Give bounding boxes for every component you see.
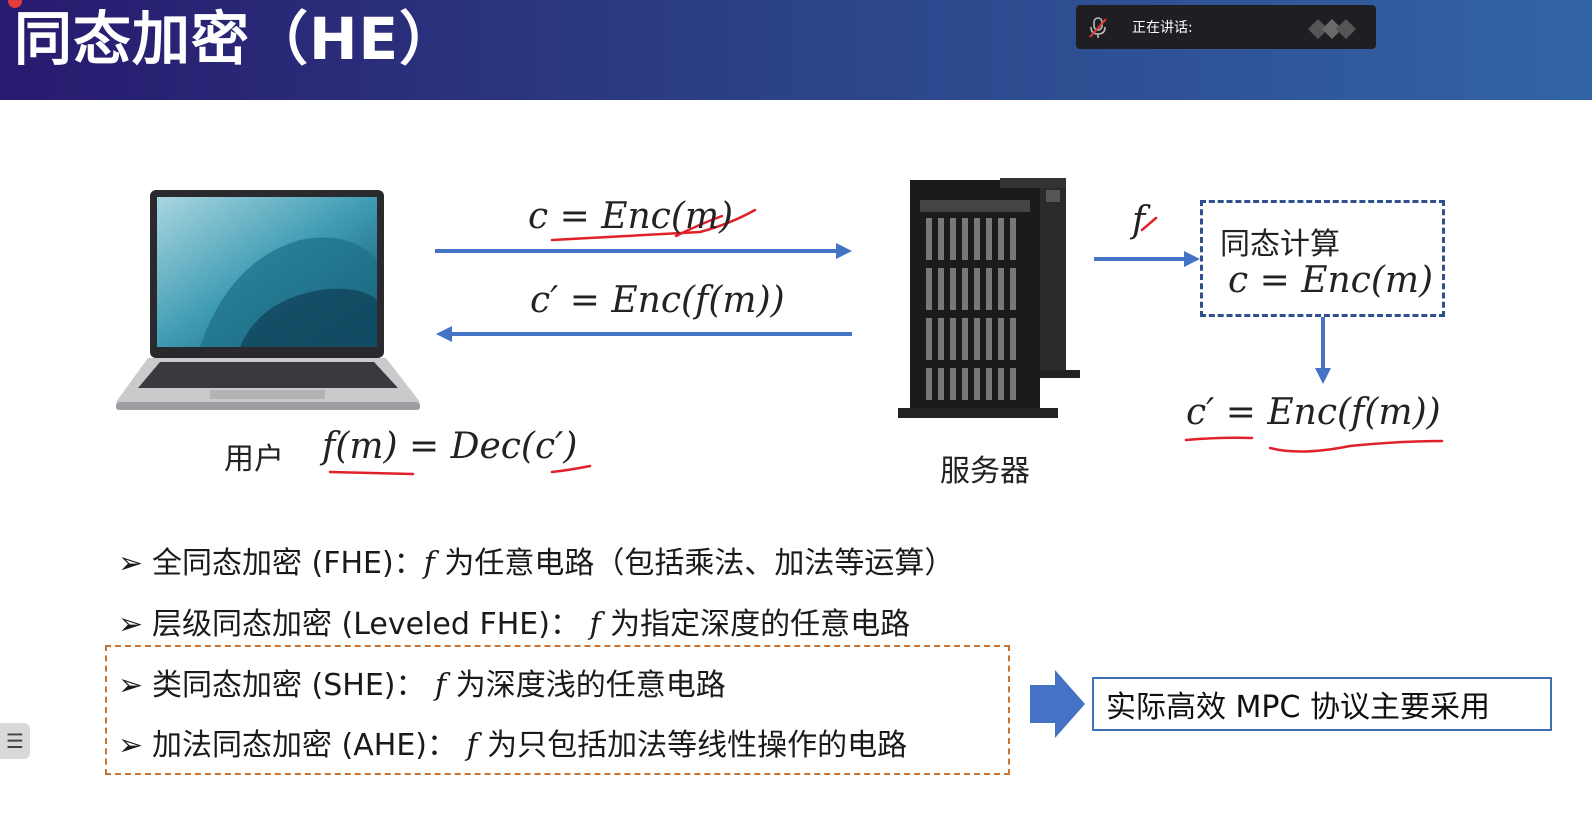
bullet-arrow-icon: ➢ [118, 668, 144, 703]
bullet-arrow-icon: ➢ [118, 607, 144, 642]
bullet-arrow-icon: ➢ [118, 546, 144, 581]
speaker-panel[interactable]: 正在讲话: [1076, 5, 1376, 49]
mic-muted-icon[interactable] [1088, 17, 1108, 39]
list-icon[interactable]: ☰ [0, 723, 30, 759]
bullet-arrow-icon: ➢ [118, 728, 144, 763]
func-label: f [1132, 200, 1146, 241]
homomorphic-equation: c = Enc(m) [1228, 260, 1434, 301]
bullet-she: ➢类同态加密 (SHE)： f 为深度浅的任意电路 [118, 668, 726, 703]
return-equation: c′ = Enc(f(m)) [530, 280, 785, 321]
laptop-icon [116, 190, 420, 410]
slide-header: 同态加密（HE） 正在讲话: [0, 0, 1592, 100]
speaking-label: 正在讲话: [1132, 20, 1193, 36]
send-equation: c = Enc(m) [528, 196, 734, 237]
speaker-avatar-icon [1308, 19, 1356, 39]
slide-title: 同态加密（HE） [14, 5, 459, 73]
homomorphic-computation-box [1200, 200, 1445, 317]
bullet-leveled-fhe: ➢层级同态加密 (Leveled FHE)： f 为指定深度的任意电路 [118, 607, 911, 642]
recording-indicator-icon [8, 0, 22, 8]
bullet-ahe: ➢加法同态加密 (AHE)： f 为只包括加法等线性操作的电路 [118, 728, 908, 763]
homomorphic-title: 同态计算 [1220, 227, 1340, 262]
bullet-fhe: ➢全同态加密 (FHE)：f 为任意电路（包括乘法、加法等运算） [118, 546, 955, 581]
block-arrow-icon [1030, 670, 1085, 738]
server-label: 服务器 [940, 454, 1030, 489]
red-annotations [328, 208, 1444, 476]
server-icon [898, 178, 1080, 418]
mpc-note-text: 实际高效 MPC 协议主要采用 [1106, 690, 1490, 725]
highlight-box [105, 645, 1010, 775]
result-equation: c′ = Enc(f(m)) [1186, 392, 1441, 433]
user-label: 用户 [224, 442, 284, 477]
user-equation: f(m) = Dec(c′) [322, 426, 578, 467]
mpc-note-box: 实际高效 MPC 协议主要采用 [1092, 677, 1552, 731]
